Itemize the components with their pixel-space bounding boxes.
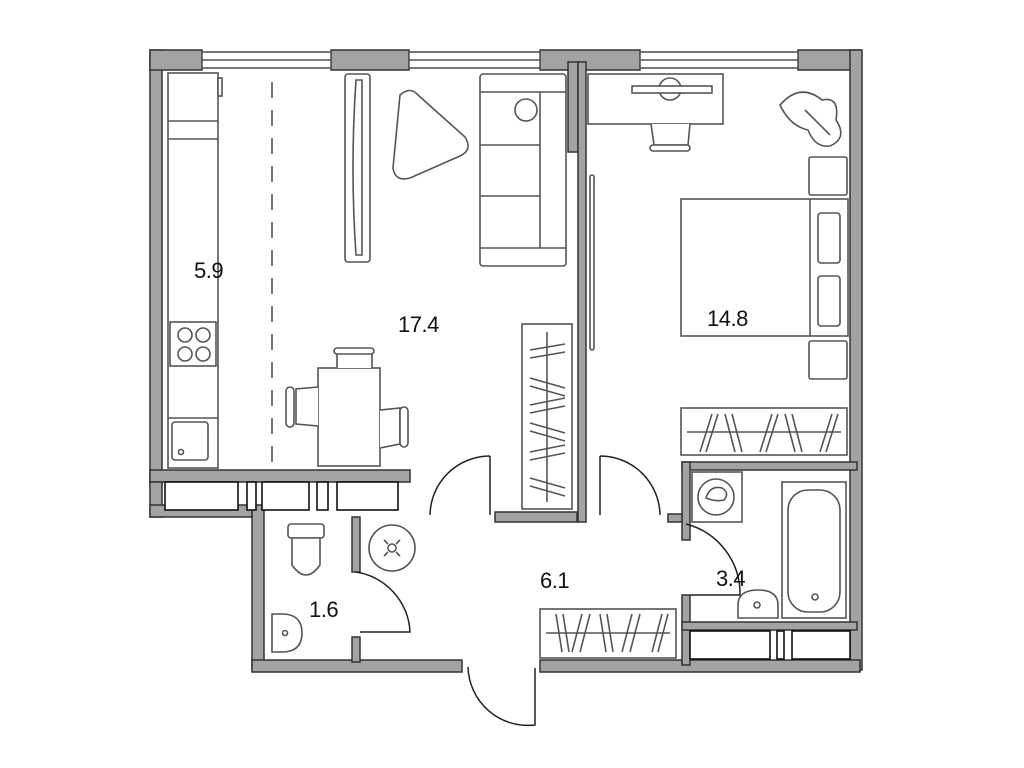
room-area-bedroom: 14.8 — [707, 306, 748, 331]
cat-icon — [514, 98, 538, 122]
sink-icon — [171, 421, 209, 461]
plant-icon — [779, 91, 842, 147]
coffee-table — [392, 89, 469, 180]
boiler-icon — [368, 524, 416, 572]
kitchen-counter — [167, 72, 223, 469]
hallway-closet — [539, 608, 677, 659]
mirror — [589, 174, 595, 351]
toilet-icon — [287, 523, 325, 576]
room-area-hallway: 6.1 — [540, 568, 570, 593]
washbasin-icon — [737, 589, 779, 619]
walls — [149, 49, 863, 673]
doors — [355, 455, 741, 727]
closet — [680, 407, 848, 456]
sofa — [479, 73, 567, 267]
stove-icon — [169, 321, 217, 367]
windows — [201, 51, 799, 69]
dining-set — [285, 347, 409, 467]
washbasin-small-icon — [271, 613, 303, 653]
room-area-bathroom: 3.4 — [716, 566, 746, 591]
wardrobe — [521, 323, 573, 510]
desk — [587, 73, 724, 152]
bathtub-icon — [781, 481, 847, 619]
room-area-toilet: 1.6 — [309, 597, 339, 622]
room-area-kitchen: 5.9 — [194, 258, 224, 283]
bed — [680, 156, 849, 380]
tv-stand — [344, 73, 371, 263]
room-area-living-room: 17.4 — [398, 312, 439, 337]
washing-machine-icon — [691, 471, 743, 523]
